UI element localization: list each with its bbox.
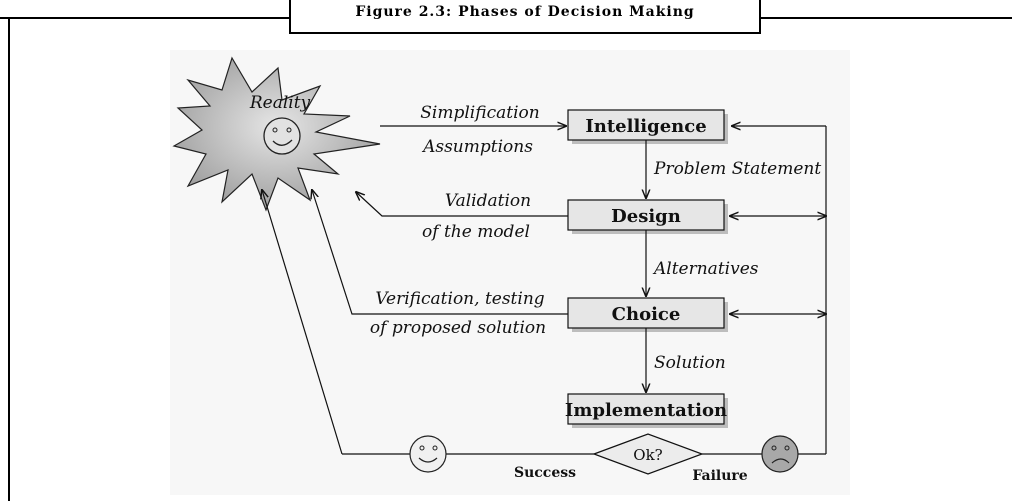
choice-label: Choice xyxy=(612,304,681,325)
success-smiley-icon xyxy=(409,435,447,473)
of-the-model-label: of the model xyxy=(422,222,530,242)
ok-label: Ok? xyxy=(633,446,662,464)
simplification-label: Simplification xyxy=(420,103,539,123)
solution-label: Solution xyxy=(654,353,726,373)
reality-smiley-icon xyxy=(263,117,301,155)
figure-caption-box: Figure 2.3: Phases of Decision Making xyxy=(289,0,761,34)
alternatives-label: Alternatives xyxy=(652,259,759,279)
implementation-box: Implementation xyxy=(565,393,728,428)
problem-statement-label: Problem Statement xyxy=(653,159,821,179)
success-to-reality-arrow xyxy=(262,190,343,455)
failure-label: Failure xyxy=(692,468,747,484)
choice-box: Choice xyxy=(567,297,728,332)
frame-line-left xyxy=(8,17,10,501)
decision-making-diagram: Reality Intelligence Design Choice Imple… xyxy=(170,50,850,495)
design-to-reality-arrow xyxy=(356,192,568,217)
reality-label: Reality xyxy=(249,93,311,113)
verification-label: Verification, testing xyxy=(375,289,544,309)
proposed-solution-label: of proposed solution xyxy=(370,318,546,338)
failure-frown-icon xyxy=(761,435,799,473)
implementation-label: Implementation xyxy=(565,400,727,421)
frame-line-top-left xyxy=(0,17,290,19)
intelligence-label: Intelligence xyxy=(585,116,706,137)
validation-label: Validation xyxy=(445,191,531,211)
reality-node: Reality xyxy=(172,56,381,212)
intelligence-box: Intelligence xyxy=(567,109,728,144)
choice-to-reality-arrow xyxy=(312,190,568,315)
figure-caption: Figure 2.3: Phases of Decision Making xyxy=(355,4,695,20)
ok-decision-diamond: Ok? xyxy=(592,433,704,475)
success-label: Success xyxy=(514,465,576,481)
design-box: Design xyxy=(567,199,728,234)
assumptions-label: Assumptions xyxy=(421,137,533,157)
design-label: Design xyxy=(611,206,681,227)
frame-line-top-right xyxy=(761,17,1012,19)
